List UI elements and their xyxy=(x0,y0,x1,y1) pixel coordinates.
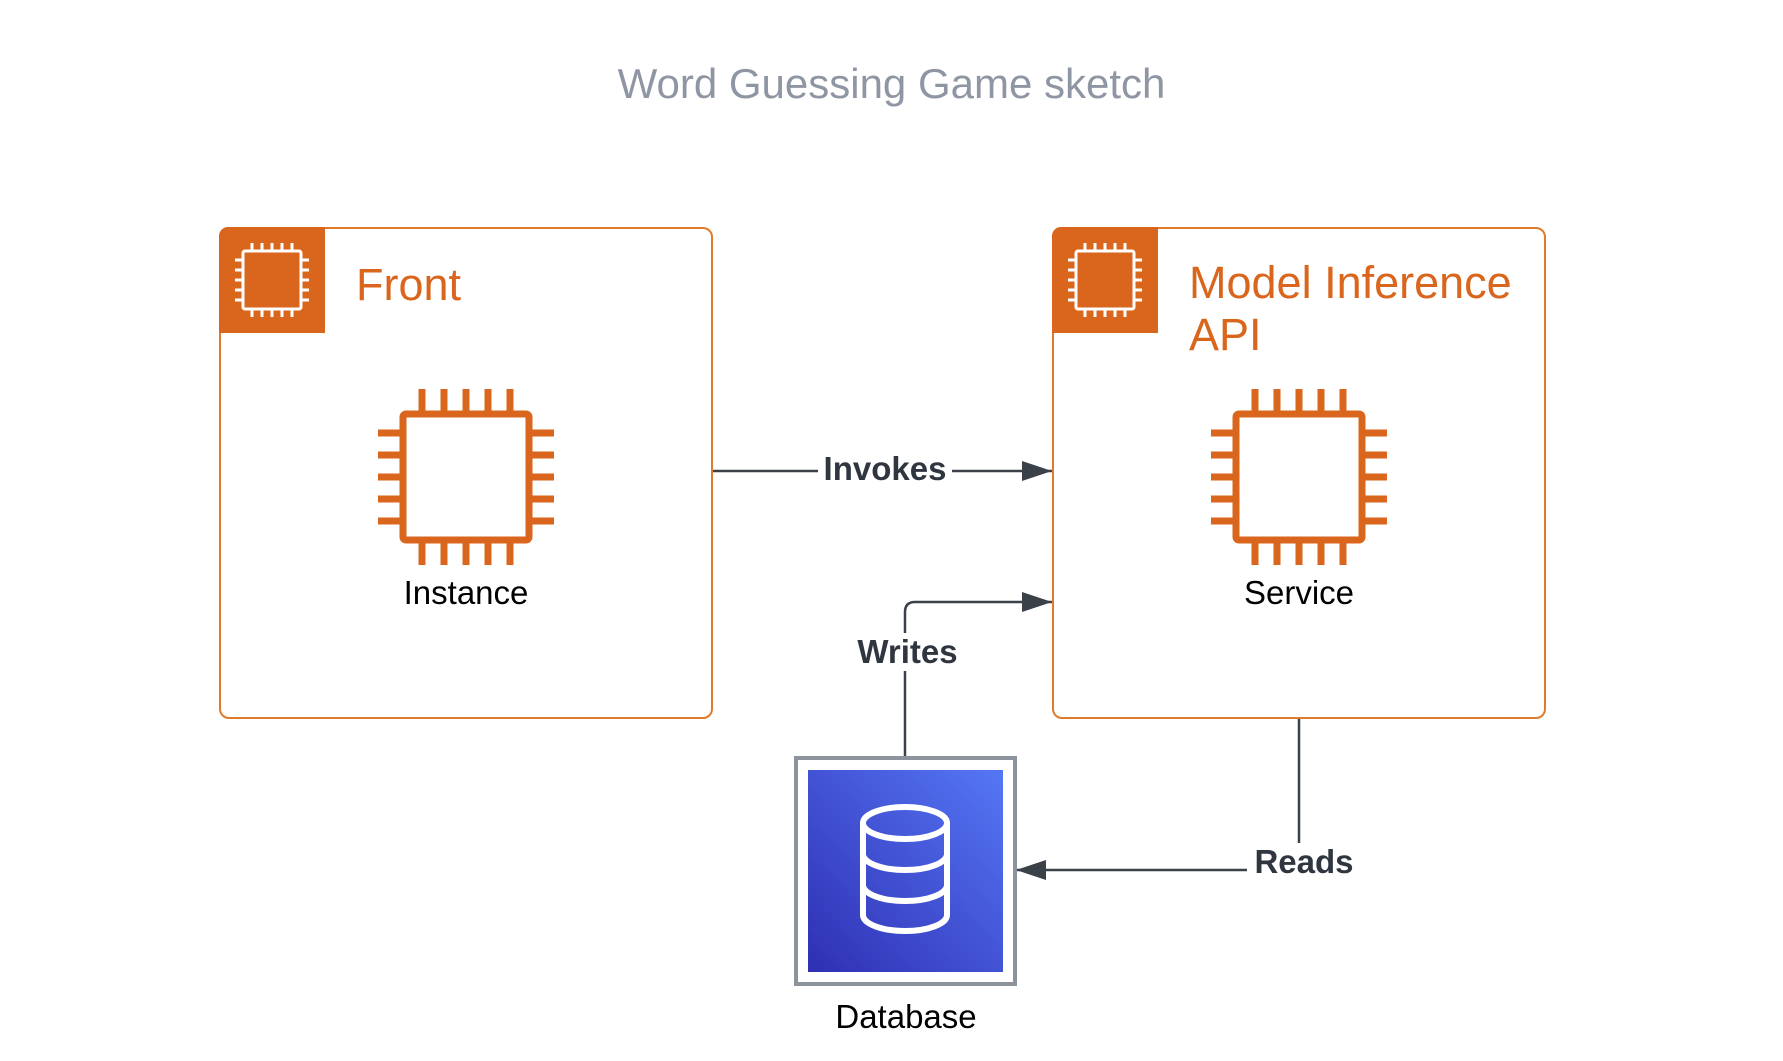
diagram-title: Word Guessing Game sketch xyxy=(617,60,1166,107)
reads-edge-label: Reads xyxy=(1247,843,1361,881)
writes-connector xyxy=(903,600,1052,757)
writes-arrowhead xyxy=(1022,592,1052,612)
database-cylinder-icon xyxy=(808,770,1003,972)
model-inference-api-group[interactable]: Model Inference API xyxy=(1052,227,1546,719)
cpu-chip-icon[interactable] xyxy=(1211,389,1387,565)
cpu-chip-icon[interactable] xyxy=(378,389,554,565)
front-group-label: Front xyxy=(356,259,462,310)
front-group[interactable]: Front Instan xyxy=(219,227,713,719)
service-label: Service xyxy=(1243,574,1355,611)
model-inference-api-label: Model Inference API xyxy=(1189,257,1512,360)
instance-label: Instance xyxy=(403,574,529,611)
database-node[interactable] xyxy=(794,756,1017,986)
invokes-edge-label: Invokes xyxy=(818,450,952,488)
database-label: Database xyxy=(835,998,977,1035)
ec2-chip-icon xyxy=(1052,227,1158,333)
reads-arrowhead xyxy=(1016,860,1046,880)
ec2-chip-icon xyxy=(219,227,325,333)
invokes-arrowhead xyxy=(1022,461,1052,481)
writes-edge-label: Writes xyxy=(848,633,967,671)
